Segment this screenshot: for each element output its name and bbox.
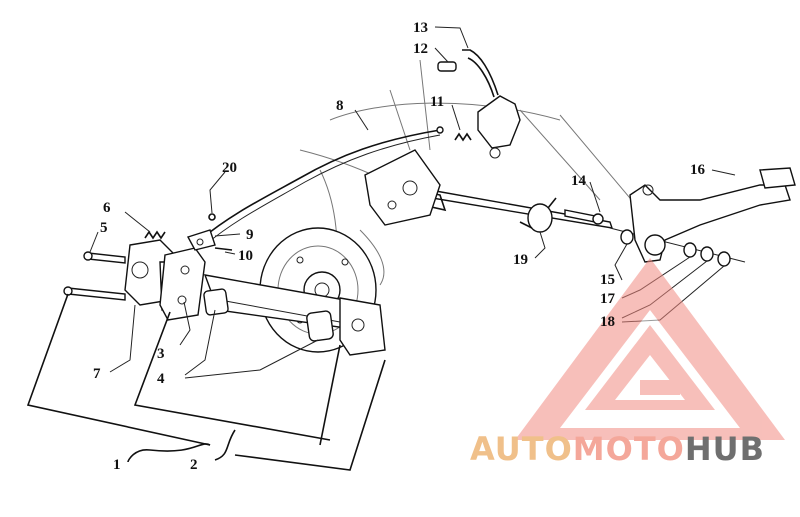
parking-lever (437, 49, 521, 159)
callout-18: 18 (600, 314, 615, 330)
spring-11 (454, 132, 472, 142)
callout-14: 14 (571, 173, 587, 189)
watermark-hub: HUB (684, 430, 766, 468)
cable-end-bracket (186, 229, 233, 251)
callout-4: 4 (157, 371, 165, 387)
watermark-logo-mark (515, 258, 785, 440)
callout-11: 11 (430, 94, 444, 110)
watermark-logo-text: AUTOMOTOHUB (470, 430, 800, 468)
spring-6 (144, 230, 166, 240)
callout-16: 16 (690, 162, 706, 178)
callout-1: 1 (113, 457, 121, 473)
leader-lines (26, 26, 736, 471)
callout-9: 9 (246, 227, 254, 243)
callout-8: 8 (336, 98, 344, 114)
callout-labels: 1 2 3 4 5 6 7 8 9 10 11 12 13 14 15 16 1… (93, 20, 706, 473)
callout-7: 7 (93, 366, 101, 382)
callout-3: 3 (157, 346, 165, 362)
caliper-bracket (159, 247, 206, 321)
ring-20 (208, 213, 216, 221)
chassis-ghost-lines (299, 59, 641, 286)
callout-20: 20 (222, 160, 237, 176)
callout-5: 5 (100, 220, 108, 236)
brake-pedal (629, 167, 796, 263)
callout-19: 19 (513, 252, 528, 268)
mount-bracket (364, 149, 441, 226)
callout-12: 12 (413, 41, 428, 57)
watermark-moto: MOTO (572, 430, 685, 468)
watermark-auto: AUTO (470, 430, 573, 468)
callout-6: 6 (103, 200, 111, 216)
brake-cable (199, 126, 444, 246)
callout-10: 10 (238, 248, 253, 264)
brake-pads (203, 288, 334, 342)
bolt-14 (564, 209, 604, 225)
spring-19 (519, 197, 557, 233)
callout-2: 2 (190, 457, 198, 473)
callout-15: 15 (600, 272, 615, 288)
callout-17: 17 (600, 291, 616, 307)
bolts-5 (63, 251, 126, 301)
callout-13: 13 (413, 20, 428, 36)
